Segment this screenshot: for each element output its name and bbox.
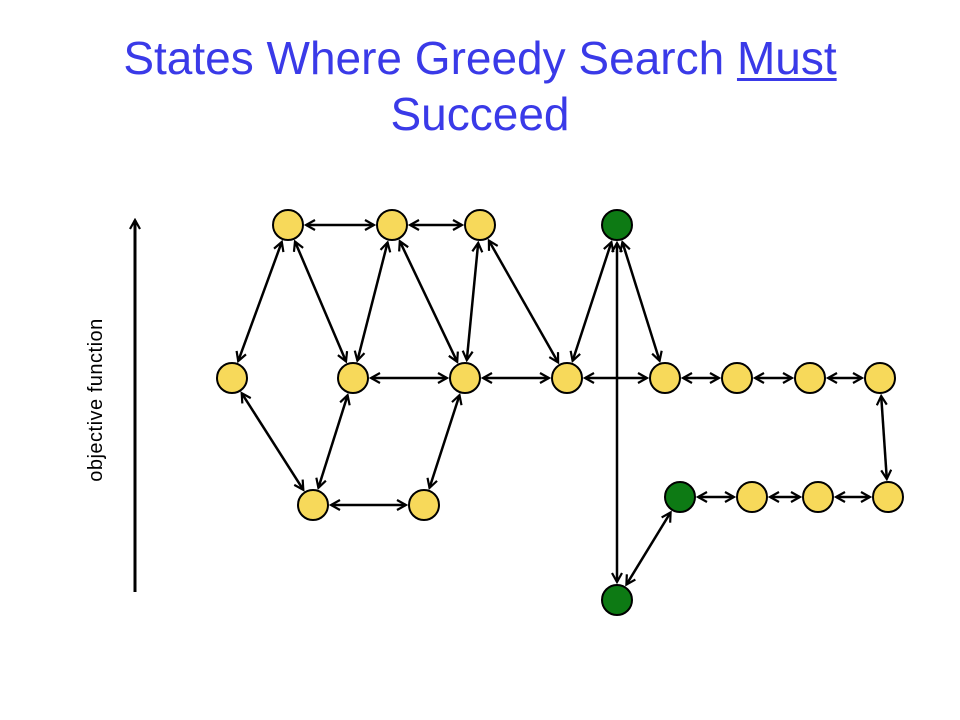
state-m5	[649, 362, 681, 394]
transition-m8-b6	[881, 396, 887, 479]
title-part2: Succeed	[390, 88, 570, 140]
state-m2	[337, 362, 369, 394]
state-t3	[464, 209, 496, 241]
goal-state-t4	[601, 209, 633, 241]
objective-axis: objective function	[85, 220, 135, 592]
title-emphasis: Must	[736, 32, 837, 84]
state-m4	[551, 362, 583, 394]
state-m6	[721, 362, 753, 394]
state-b6	[872, 481, 904, 513]
states	[216, 209, 904, 616]
state-m1	[216, 362, 248, 394]
transition-m2-b1	[318, 395, 347, 488]
state-b1	[297, 489, 329, 521]
state-b2	[408, 489, 440, 521]
transition-t3-m3	[467, 243, 478, 360]
transition-t4-m5	[622, 242, 659, 361]
state-m7	[794, 362, 826, 394]
transition-t1-m2	[295, 242, 346, 362]
transition-m1-b1	[242, 393, 304, 490]
transition-g1-b3	[626, 512, 670, 584]
transition-m3-b2	[430, 395, 460, 488]
goal-state-b3	[664, 481, 696, 513]
transition-t2-m3	[400, 241, 457, 362]
transition-t4-m4	[573, 242, 612, 361]
state-t2	[376, 209, 408, 241]
transition-t1-m1	[238, 242, 282, 361]
title-part1: States Where Greedy Search	[123, 32, 737, 84]
goal-state-g1	[601, 584, 633, 616]
state-t1	[272, 209, 304, 241]
state-m3	[449, 362, 481, 394]
objective-axis-label: objective function	[85, 318, 107, 482]
transitions	[238, 225, 887, 585]
transition-t3-m4	[489, 241, 558, 363]
transition-t2-m2	[357, 242, 387, 360]
state-b4	[736, 481, 768, 513]
state-b5	[802, 481, 834, 513]
state-m8	[864, 362, 896, 394]
